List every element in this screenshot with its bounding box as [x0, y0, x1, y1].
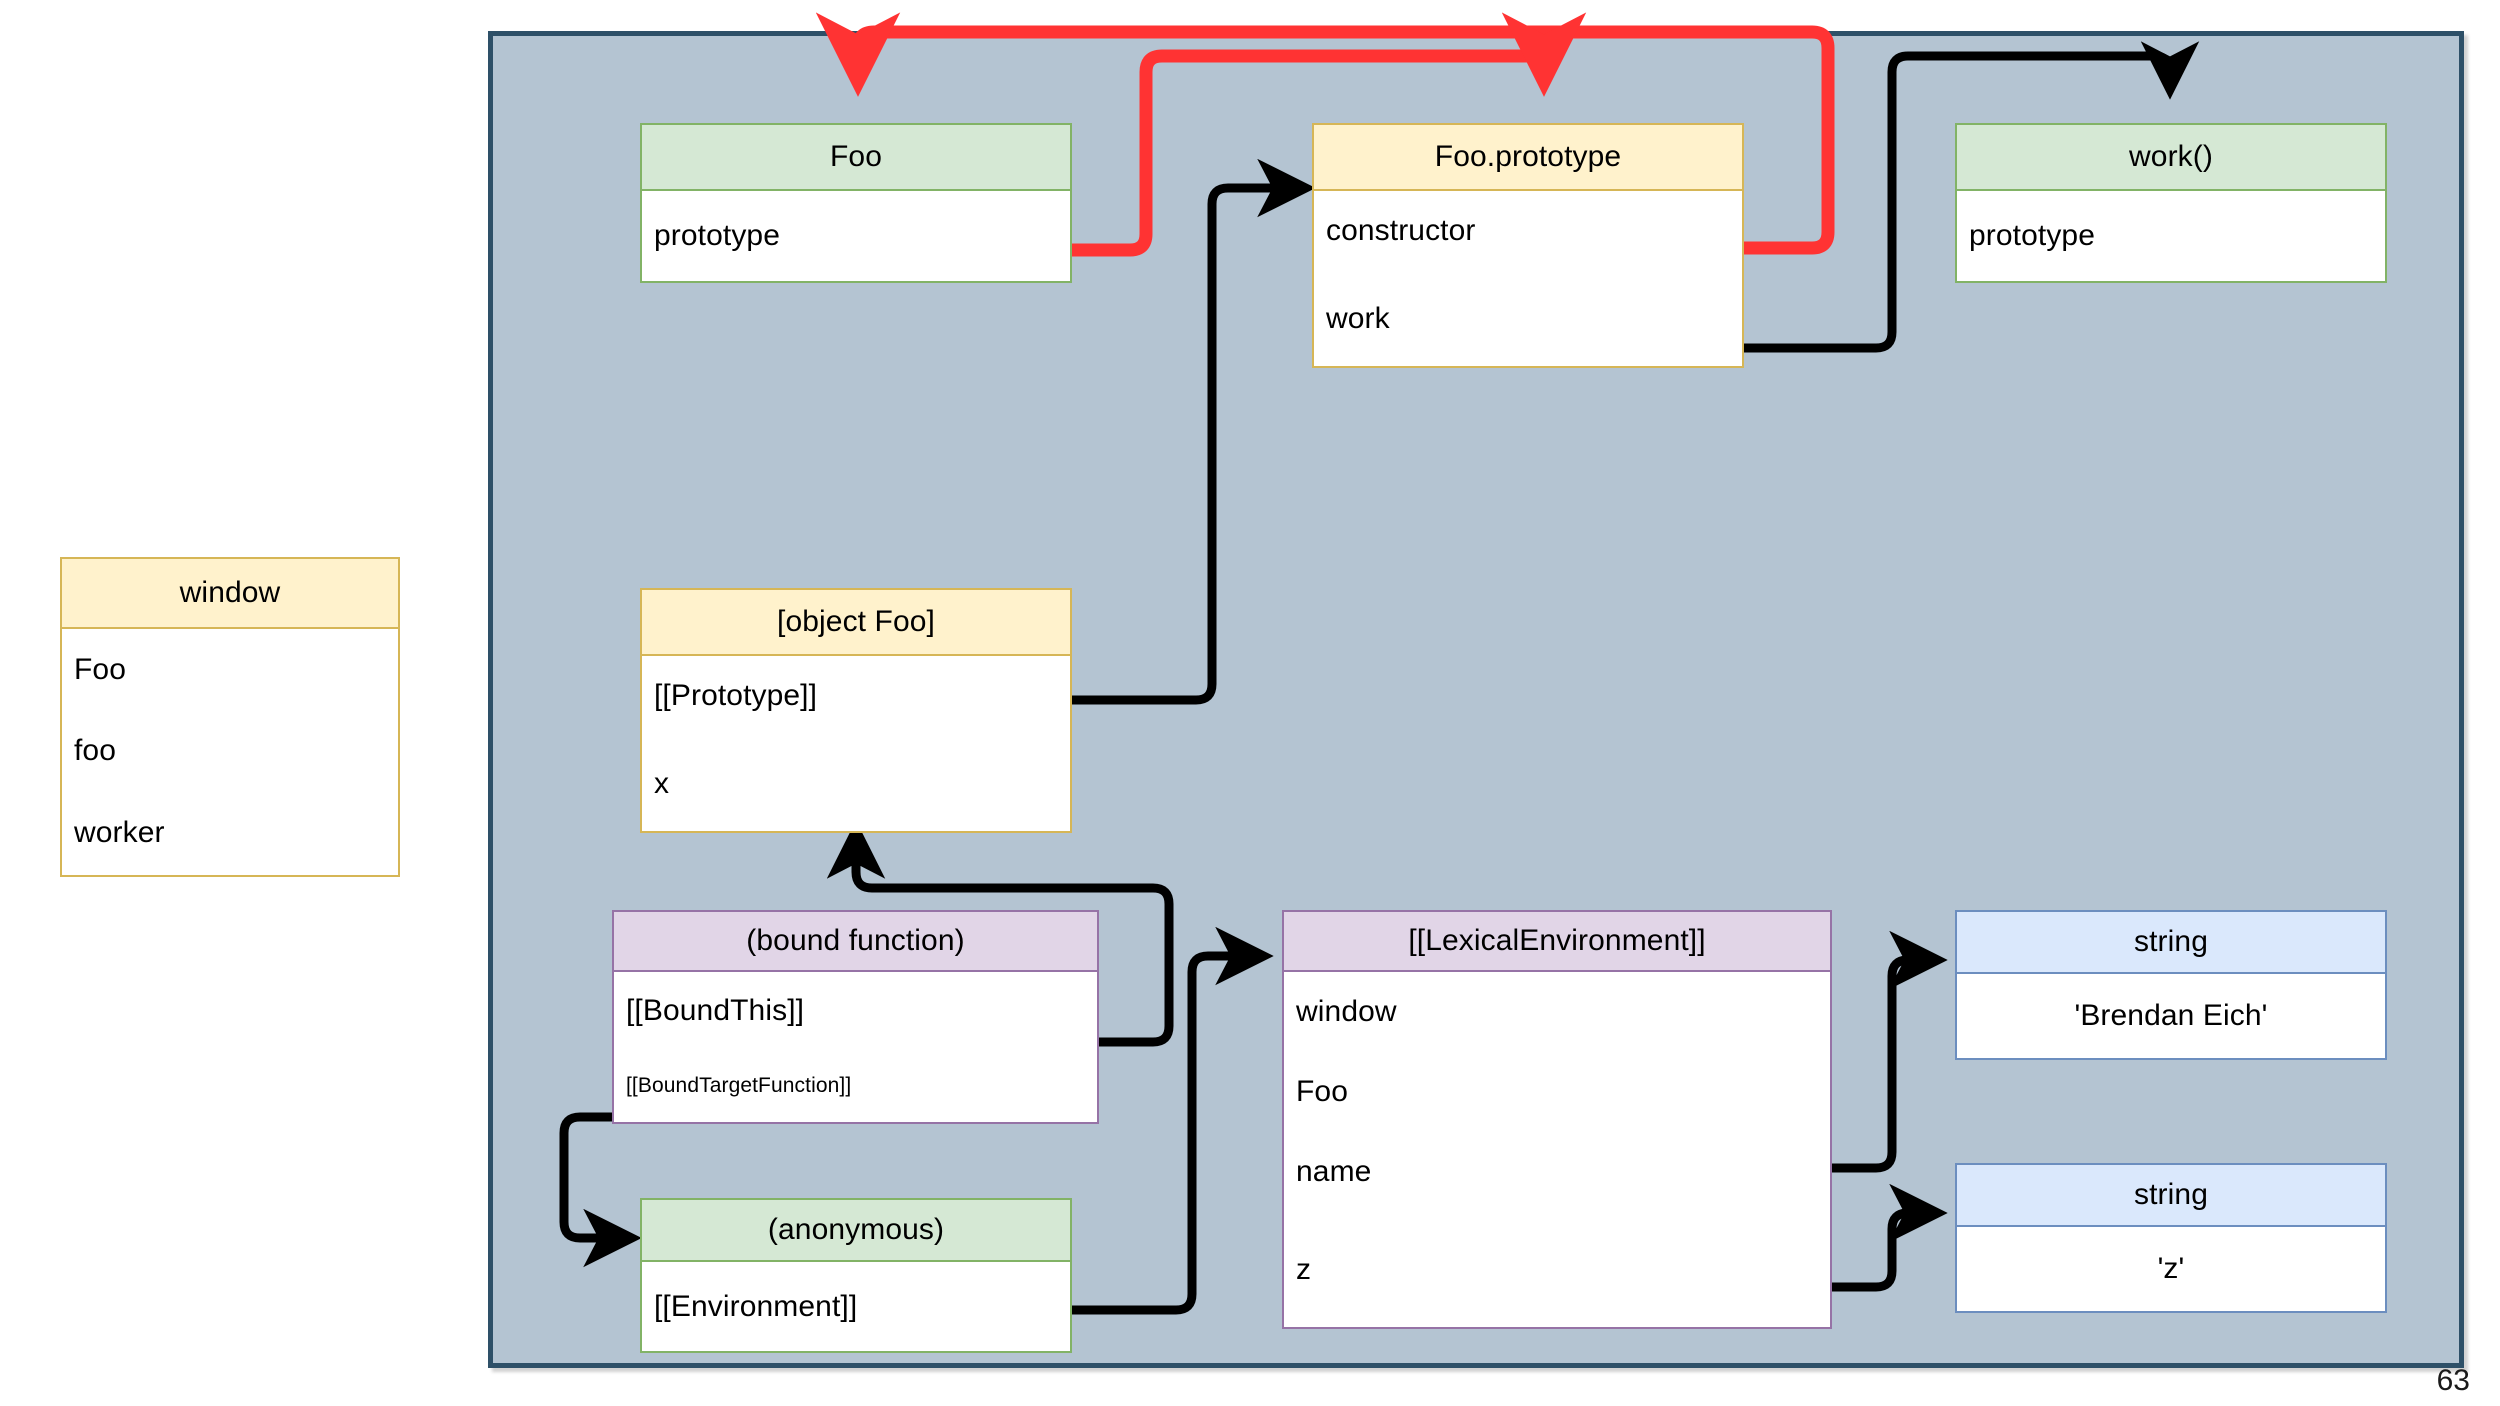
node-string-z[interactable]: string 'z': [1955, 1163, 2387, 1313]
node-bound-function-title: (bound function): [614, 912, 1097, 972]
node-anonymous[interactable]: (anonymous) [[Environment]]: [640, 1198, 1072, 1353]
node-object-foo-title: [object Foo]: [642, 590, 1070, 656]
node-lexical-environment-row-foo: Foo: [1284, 1052, 1830, 1132]
node-window[interactable]: window Foo foo worker: [60, 557, 400, 877]
node-foo-row-prototype: prototype: [642, 191, 1070, 281]
node-string-brendan-title: string: [1957, 912, 2385, 974]
node-work-fn-row-prototype: prototype: [1957, 191, 2385, 281]
node-string-z-value: 'z': [1957, 1227, 2385, 1311]
node-window-row-foo-instance: foo: [62, 710, 398, 791]
node-lexical-environment-row-name: name: [1284, 1132, 1830, 1212]
node-object-foo-row-prototype: [[Prototype]]: [642, 656, 1070, 736]
node-window-row-worker: worker: [62, 791, 398, 875]
node-bound-function[interactable]: (bound function) [[BoundThis]] [[BoundTa…: [612, 910, 1099, 1124]
node-bound-function-row-boundtargetfunction: [[BoundTargetFunction]]: [614, 1050, 1097, 1122]
node-bound-function-row-boundthis: [[BoundThis]]: [614, 972, 1097, 1050]
node-string-brendan[interactable]: string 'Brendan Eich': [1955, 910, 2387, 1060]
node-string-z-title: string: [1957, 1165, 2385, 1227]
node-work-fn-title: work(): [1957, 125, 2385, 191]
node-foo-prototype-title: Foo.prototype: [1314, 125, 1742, 191]
node-lexical-environment[interactable]: [[LexicalEnvironment]] window Foo name z: [1282, 910, 1832, 1329]
node-window-title: window: [62, 559, 398, 629]
node-object-foo[interactable]: [object Foo] [[Prototype]] x: [640, 588, 1072, 833]
node-object-foo-row-x: x: [642, 736, 1070, 831]
node-lexical-environment-title: [[LexicalEnvironment]]: [1284, 912, 1830, 972]
node-string-brendan-value: 'Brendan Eich': [1957, 974, 2385, 1058]
node-foo-title: Foo: [642, 125, 1070, 191]
node-anonymous-title: (anonymous): [642, 1200, 1070, 1262]
node-lexical-environment-row-window: window: [1284, 972, 1830, 1052]
node-foo[interactable]: Foo prototype: [640, 123, 1072, 283]
page-number: 63: [2436, 1364, 2470, 1397]
node-work-fn[interactable]: work() prototype: [1955, 123, 2387, 283]
node-anonymous-row-environment: [[Environment]]: [642, 1262, 1070, 1351]
node-window-row-foo: Foo: [62, 629, 398, 710]
node-foo-prototype-row-constructor: constructor: [1314, 191, 1742, 271]
node-foo-prototype[interactable]: Foo.prototype constructor work: [1312, 123, 1744, 368]
node-foo-prototype-row-work: work: [1314, 271, 1742, 366]
node-lexical-environment-row-z: z: [1284, 1212, 1830, 1327]
